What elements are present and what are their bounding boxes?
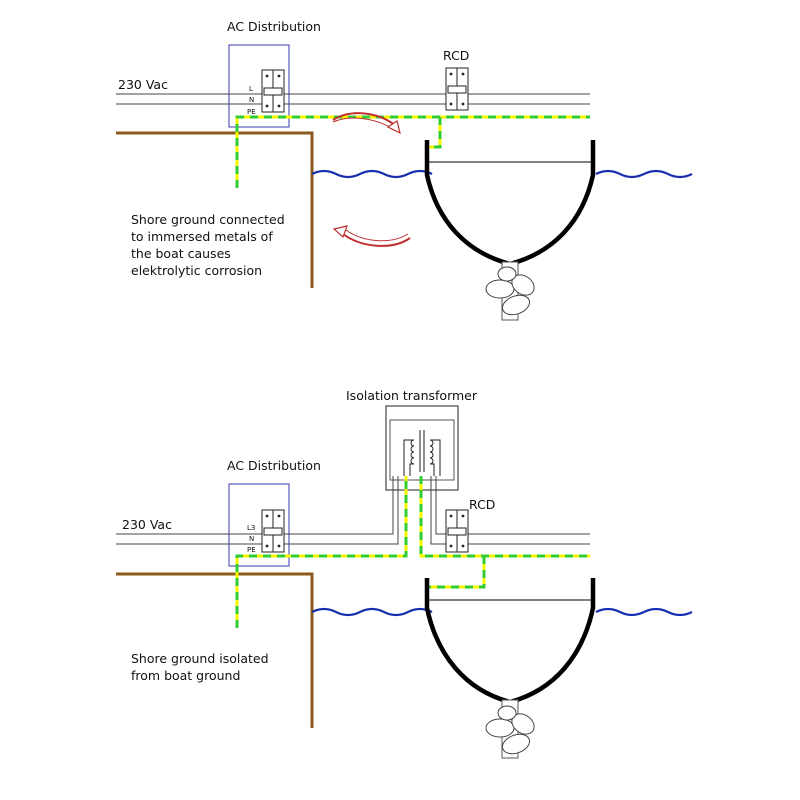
note-line: Shore ground connected: [131, 212, 285, 227]
propeller-icon: [485, 705, 535, 755]
note-line: to immersed metals of: [131, 229, 273, 244]
neutral-wire-output: [430, 476, 590, 545]
boat-hull: [424, 140, 596, 267]
note-line: Shore ground isolated: [131, 651, 269, 666]
isolation-note: Shore ground isolated from boat ground: [131, 651, 269, 683]
breaker-icon: [261, 509, 285, 553]
live-wire-output: [435, 476, 590, 535]
ac-distribution-label: AC Distribution: [227, 19, 321, 34]
terminal-label-l: L: [249, 85, 253, 93]
note-line: elektrolytic corrosion: [131, 263, 262, 278]
top-diagram: AC Distribution 230 Vac L N PE RCD: [116, 19, 693, 321]
shore-ground-wire: [235, 476, 408, 628]
protective-earth-wire: [235, 115, 590, 188]
bottom-diagram: Isolation transformer AC Distribution 23…: [116, 388, 693, 759]
rcd-label: RCD: [469, 497, 495, 512]
rcd-icon: [445, 67, 469, 111]
boat-hull: [424, 578, 596, 705]
water-surface: [311, 607, 693, 617]
ac-distribution-box: [228, 44, 290, 128]
terminal-label-n: N: [249, 96, 254, 104]
corrosion-arrow-right: [332, 112, 401, 135]
rcd-icon: [445, 509, 469, 553]
shore-quay: [116, 131, 314, 288]
terminal-label-pe: PE: [247, 546, 256, 554]
water-surface: [311, 169, 693, 179]
boat-ground-wire: [419, 476, 590, 589]
propeller-icon: [485, 266, 535, 316]
terminal-label-n: N: [249, 535, 254, 543]
ac-distribution-box: [228, 483, 290, 567]
supply-voltage-label: 230 Vac: [118, 77, 168, 92]
live-wire-input: [116, 476, 394, 535]
terminal-label-l3: L3: [247, 524, 255, 532]
note-line: the boat causes: [131, 246, 231, 261]
note-line: from boat ground: [131, 668, 240, 683]
ac-distribution-label: AC Distribution: [227, 458, 321, 473]
corrosion-note: Shore ground connected to immersed metal…: [131, 212, 285, 278]
neutral-wire-input: [116, 476, 399, 545]
transformer-label: Isolation transformer: [346, 388, 478, 403]
shore-quay: [116, 572, 314, 728]
rcd-label: RCD: [443, 48, 469, 63]
terminal-label-pe: PE: [247, 108, 256, 116]
corrosion-arrow-left: [332, 225, 411, 247]
supply-voltage-label: 230 Vac: [122, 517, 172, 532]
breaker-icon: [261, 69, 285, 113]
